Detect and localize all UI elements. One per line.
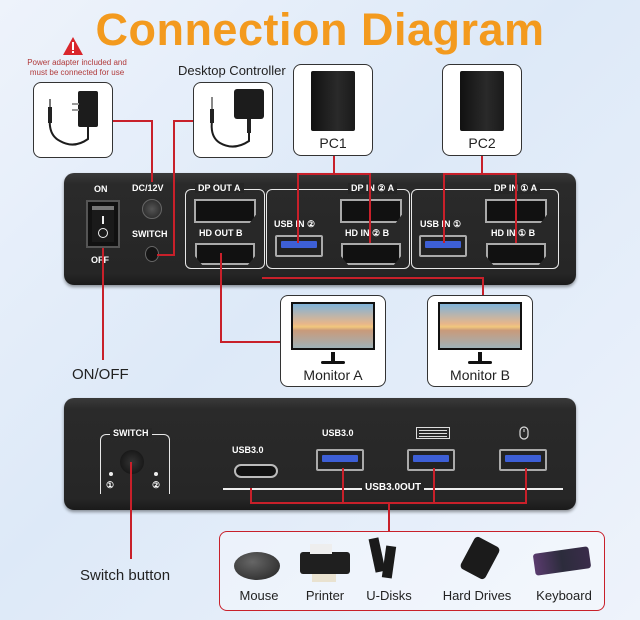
desktop-controller-box xyxy=(193,82,273,158)
power-rocker-switch[interactable] xyxy=(86,200,120,248)
hd-in-1-b-label: HD IN ① B xyxy=(491,228,536,238)
pc2-label: PC2 xyxy=(468,135,496,151)
pc1-tower-icon xyxy=(311,71,355,131)
monitor-b-box: Monitor B xyxy=(427,295,533,387)
switch-button[interactable] xyxy=(120,450,144,474)
usb3-port[interactable] xyxy=(316,449,364,471)
dp-in-2-a-label: DP IN ② A xyxy=(348,183,398,194)
pc2-tower-icon xyxy=(460,71,504,131)
usb-in-1-label: USB IN ① xyxy=(420,219,462,229)
pc2-input-group xyxy=(266,189,410,269)
front-switch-label: SWITCH xyxy=(110,428,152,438)
hd-out-b-port[interactable] xyxy=(195,243,255,265)
monitor-a-label: Monitor A xyxy=(303,367,363,383)
power-adapter-box xyxy=(33,82,113,158)
peripheral-label: Keyboard xyxy=(536,588,592,603)
printer-paper xyxy=(310,544,332,554)
switch-button-label: Switch button xyxy=(80,567,171,584)
pc1-box: PC1 xyxy=(293,64,373,156)
monitor-a-screen-icon xyxy=(291,302,375,350)
monitor-b-screen-icon xyxy=(438,302,522,350)
keyboard-usb-port[interactable] xyxy=(407,449,455,471)
hd-in-2-b-port[interactable] xyxy=(341,243,401,265)
dc-power-jack[interactable] xyxy=(142,199,162,219)
usbc-label: USB3.0 xyxy=(232,445,264,455)
hd-out-b-label: HD OUT B xyxy=(199,228,243,238)
monitor-b-stand xyxy=(478,352,482,362)
dp-in-2-a-port[interactable] xyxy=(340,199,402,223)
pc1-input-group xyxy=(411,189,559,269)
warning-text: Power adapter included and must be conne… xyxy=(27,58,127,77)
pc1-label: PC1 xyxy=(319,135,347,151)
kvm-front-panel: SWITCH ① ② USB3.0 USB3.0 USB3.0OUT xyxy=(64,398,576,510)
power-off-label: OFF xyxy=(91,255,109,265)
hd-in-2-b-label: HD IN ② B xyxy=(345,228,390,238)
u-disk-icon-2 xyxy=(381,545,397,579)
peripheral-label: Printer xyxy=(305,588,345,603)
kvm-back-panel: ON OFF DC/12V SWITCH DP OUT A HD OUT B U… xyxy=(64,173,576,285)
printer-icon xyxy=(300,552,350,574)
monitor-a-base xyxy=(321,361,345,364)
usb-in-2-label: USB IN ② xyxy=(274,219,316,229)
keyboard-device-icon xyxy=(532,546,592,576)
peripheral-label: U-Disks xyxy=(366,588,412,603)
led-2-label: ② xyxy=(152,480,161,490)
desktop-controller-label: Desktop Controller xyxy=(178,63,286,78)
led-1-indicator xyxy=(109,472,113,476)
pc2-box: PC2 xyxy=(442,64,522,156)
monitor-a-stand xyxy=(331,352,335,362)
peripheral-label: Mouse xyxy=(239,588,279,603)
peripheral-label: Hard Drives xyxy=(442,588,512,603)
peripherals-box: Mouse Printer U-Disks Hard Drives Keyboa… xyxy=(219,531,605,611)
led-1-label: ① xyxy=(106,480,115,490)
warning-triangle-icon xyxy=(63,37,83,55)
mouse-icon xyxy=(519,426,529,440)
desktop-controller-icon xyxy=(210,89,264,148)
monitor-b-label: Monitor B xyxy=(450,367,510,383)
monitor-a-box: Monitor A xyxy=(280,295,386,387)
usba-label: USB3.0 xyxy=(322,428,354,438)
monitor-b-base xyxy=(468,361,492,364)
on-off-label: ON/OFF xyxy=(72,366,129,383)
page-title: Connection Diagram xyxy=(95,4,545,55)
usb3-out-label: USB3.0OUT xyxy=(362,482,425,493)
usbc-port[interactable] xyxy=(234,464,278,478)
keyboard-icon xyxy=(416,427,450,439)
mouse-usb-port[interactable] xyxy=(499,449,547,471)
hd-in-1-b-port[interactable] xyxy=(486,243,546,265)
hard-drive-icon xyxy=(459,535,501,581)
usb-in-2-port[interactable] xyxy=(275,235,323,257)
dc-12v-label: DC/12V xyxy=(132,183,164,193)
switch-port-label: SWITCH xyxy=(132,229,168,239)
power-on-label: ON xyxy=(94,184,108,194)
mouse-device-icon xyxy=(234,552,280,580)
led-2-indicator xyxy=(154,472,158,476)
dp-out-a-port[interactable] xyxy=(194,199,256,223)
power-adapter-icon xyxy=(48,91,98,146)
printer-output xyxy=(312,574,336,582)
dp-out-a-label: DP OUT A xyxy=(195,183,244,193)
